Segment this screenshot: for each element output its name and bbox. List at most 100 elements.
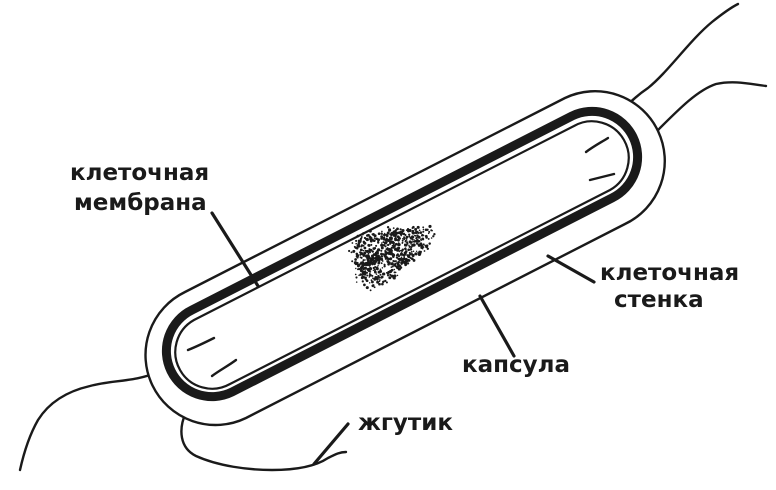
nucleoid-speck [375,245,377,247]
nucleoid-speck [378,262,380,264]
nucleoid-speck [395,265,397,267]
nucleoid-speck [416,251,417,252]
nucleoid-speck [363,242,366,245]
nucleoid-speck [377,248,380,251]
nucleoid-speck [381,276,384,279]
capsule-leader [480,296,514,356]
nucleoid-speck [357,235,360,238]
nucleoid-speck [422,231,424,233]
nucleoid-speck [402,258,404,260]
nucleoid-speck [351,251,353,253]
nucleoid-speck [364,247,367,250]
nucleoid-speck [362,273,364,275]
nucleoid-speck [366,279,369,282]
nucleoid-speck [397,247,400,250]
nucleoid-speck [354,258,357,261]
nucleoid-speck [356,245,358,247]
nucleoid-speck [359,254,361,256]
wall-leader [548,256,594,282]
label-flagellum: жгутик [358,410,453,436]
nucleoid-speck [387,226,389,228]
nucleoid-speck [378,283,381,286]
nucleoid-speck [385,234,387,236]
nucleoid-speck [431,230,433,232]
nucleoid-speck [397,258,399,260]
nucleoid-speck [428,231,430,233]
nucleoid-speck [369,282,370,283]
nucleoid-speck [404,248,406,250]
nucleoid-speck [419,231,422,234]
nucleoid-speck [391,262,394,265]
nucleoid-speck [384,264,386,266]
nucleoid-speck [368,256,370,258]
nucleoid-speck [398,255,400,257]
nucleoid-speck [419,229,421,231]
nucleoid-speck [367,234,370,237]
nucleoid-speck [414,228,417,231]
nucleoid-speck [365,262,368,265]
nucleoid-speck [366,275,368,277]
nucleoid-speck [380,250,382,252]
flagellum-leader [314,424,348,464]
nucleoid-speck [396,232,399,235]
nucleoid-speck [394,263,396,265]
nucleoid-speck [385,245,387,247]
nucleoid-speck [406,236,408,238]
nucleoid-speck [403,254,406,257]
nucleoid-speck [412,230,415,233]
label-wall-line2: стенка [614,287,704,313]
nucleoid-speck [361,238,363,240]
nucleoid-speck [387,274,389,276]
nucleoid-speck [362,270,364,272]
nucleoid-speck [378,257,381,260]
nucleoid-speck [413,251,415,253]
nucleoid-speck [383,253,385,255]
nucleoid-speck [403,261,405,263]
nucleoid-speck [405,241,407,243]
nucleoid-speck [388,276,391,279]
nucleoid-speck [428,225,431,228]
nucleoid-speck [406,239,408,241]
nucleoid-speck [433,233,435,235]
nucleoid-speck [392,260,394,262]
nucleoid-speck [387,247,389,249]
nucleoid-speck [411,244,414,247]
nucleoid-speck [380,268,382,270]
nucleoid-speck [418,236,421,239]
nucleoid-speck [397,235,399,237]
nucleoid-speck [355,274,357,276]
nucleoid-speck [388,228,391,231]
nucleoid-speck [417,226,420,229]
nucleoid-speck [384,233,386,235]
nucleoid-speck [396,249,398,251]
nucleoid-speck [364,259,365,260]
nucleoid-speck [358,268,360,270]
nucleoid-speck [396,256,398,258]
nucleoid-speck [408,233,410,235]
nucleoid-speck [392,253,395,256]
nucleoid-speck [410,248,413,251]
nucleoid-speck [381,247,383,249]
nucleoid-speck [400,232,403,235]
nucleoid-speck [392,266,394,268]
nucleoid-speck [380,244,383,247]
nucleoid-speck [382,233,383,234]
nucleoid-speck [368,253,370,255]
nucleoid-speck [389,270,392,273]
nucleoid-speck [371,275,373,277]
nucleoid-speck [415,235,417,237]
nucleoid-speck [402,238,404,240]
nucleoid-speck [405,250,408,253]
nucleoid-speck [370,241,372,243]
nucleoid-speck [381,283,384,286]
nucleoid-speck [360,248,363,251]
nucleoid-speck [421,235,423,237]
nucleoid-speck [371,279,373,281]
nucleoid-speck [404,244,407,247]
nucleoid-speck [428,238,430,240]
nucleoid-speck [374,237,376,239]
nucleoid-speck [417,232,419,234]
nucleoid-speck [422,238,424,240]
nucleoid-speck [384,242,386,244]
nucleoid-speck [403,236,405,238]
